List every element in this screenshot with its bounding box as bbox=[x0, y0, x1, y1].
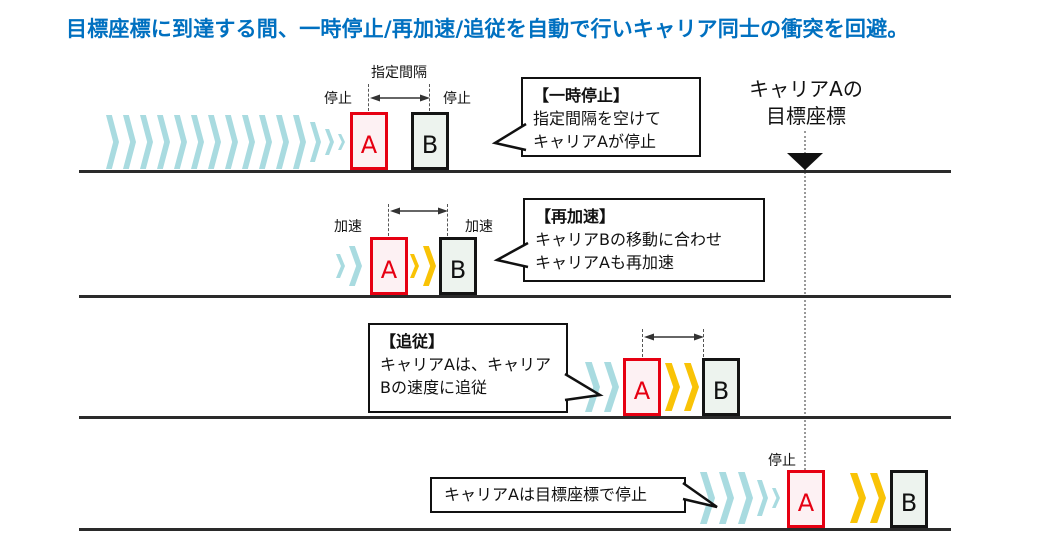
interval-guide-line bbox=[703, 329, 704, 357]
stop-bubble: キャリアAは目標座標で停止 bbox=[430, 477, 718, 513]
follow-bubble-line1: キャリアAは、キャリア bbox=[380, 355, 551, 375]
follow-bubble-title: 【追従】 bbox=[380, 332, 445, 351]
accel-label-b: 加速 bbox=[465, 219, 493, 235]
carrier-a-box: A bbox=[623, 358, 661, 416]
pause-bubble-line2: キャリアAが停止 bbox=[533, 132, 656, 152]
motion-trail-icon bbox=[336, 246, 362, 286]
pause-bubble-line1: 指定間隔を空けて bbox=[533, 109, 662, 129]
carrier-b-box: B bbox=[702, 358, 740, 416]
interval-guide-line bbox=[388, 204, 389, 236]
motion-trail-icon bbox=[850, 473, 886, 523]
interval-guide-line bbox=[368, 84, 369, 111]
carrier-b-letter: B bbox=[449, 256, 467, 284]
carrier-a-box: A bbox=[370, 237, 408, 295]
interval-guide-line bbox=[447, 204, 448, 236]
target-coordinate-label-line1: キャリアAの bbox=[749, 77, 863, 101]
speech-tail-icon bbox=[493, 241, 529, 269]
interval-double-arrow-icon bbox=[644, 333, 704, 341]
interval-double-arrow-icon bbox=[390, 207, 448, 215]
reaccelerate-bubble-line2: キャリアAも再加速 bbox=[535, 253, 674, 273]
interval-guide-line bbox=[642, 329, 643, 357]
track-line-3 bbox=[79, 416, 951, 419]
track-line-1 bbox=[79, 170, 951, 173]
target-coordinate-dotted-line bbox=[804, 131, 806, 470]
carrier-b-box: B bbox=[439, 237, 477, 295]
page-title: 目標座標に到達する間、一時停止/再加速/追従を自動で行いキャリア同士の衝突を回避… bbox=[66, 17, 909, 41]
stop-bubble-line1: キャリアAは目標座標で停止 bbox=[444, 485, 647, 505]
target-coordinate-label-line2: 目標座標 bbox=[766, 104, 846, 128]
carrier-b-box: B bbox=[411, 112, 449, 170]
speech-tail-icon bbox=[682, 481, 718, 509]
interval-guide-line bbox=[429, 84, 430, 111]
motion-trail-icon bbox=[410, 246, 436, 286]
pause-bubble-title: 【一時停止】 bbox=[533, 86, 630, 105]
carrier-b-letter: B bbox=[712, 377, 730, 405]
carrier-b-letter: B bbox=[900, 489, 918, 517]
target-coordinate-label: キャリアAの 目標座標 bbox=[724, 76, 888, 130]
track-line-2 bbox=[79, 295, 951, 298]
pause-bubble: 【一時停止】 指定間隔を空けて キャリアAが停止 bbox=[491, 77, 701, 157]
carrier-b-box: B bbox=[890, 470, 928, 528]
reaccelerate-bubble-title: 【再加速】 bbox=[535, 207, 616, 226]
follow-bubble-line2: Bの速度に追従 bbox=[380, 378, 487, 398]
track-line-4 bbox=[79, 528, 951, 531]
stop-label-b: 停止 bbox=[443, 91, 471, 107]
follow-bubble: 【追従】 キャリアAは、キャリア Bの速度に追従 bbox=[368, 323, 604, 413]
accel-label-a: 加速 bbox=[334, 219, 362, 235]
reaccelerate-bubble: 【再加速】 キャリアBの移動に合わせ キャリアAも再加速 bbox=[493, 198, 765, 282]
carrier-b-letter: B bbox=[421, 131, 439, 159]
motion-trail-icon bbox=[665, 363, 699, 411]
stop-label-a: 停止 bbox=[768, 453, 796, 469]
carrier-a-box: A bbox=[787, 470, 825, 528]
interval-double-arrow-icon bbox=[370, 94, 430, 102]
target-marker-triangle-icon bbox=[787, 153, 823, 170]
motion-trail-icon bbox=[106, 115, 345, 169]
carrier-a-box: A bbox=[350, 112, 388, 170]
motion-trail-icon bbox=[700, 472, 780, 524]
interval-label: 指定間隔 bbox=[371, 65, 427, 81]
reaccelerate-bubble-line1: キャリアBの移動に合わせ bbox=[535, 230, 722, 250]
motion-trail-icon bbox=[585, 362, 619, 412]
speech-tail-icon bbox=[491, 122, 527, 152]
carrier-a-letter: A bbox=[380, 256, 398, 284]
carrier-a-letter: A bbox=[797, 489, 815, 517]
carrier-a-letter: A bbox=[633, 377, 651, 405]
speech-tail-icon bbox=[564, 372, 604, 402]
stop-label-a: 停止 bbox=[324, 91, 352, 107]
carrier-a-letter: A bbox=[360, 131, 378, 159]
